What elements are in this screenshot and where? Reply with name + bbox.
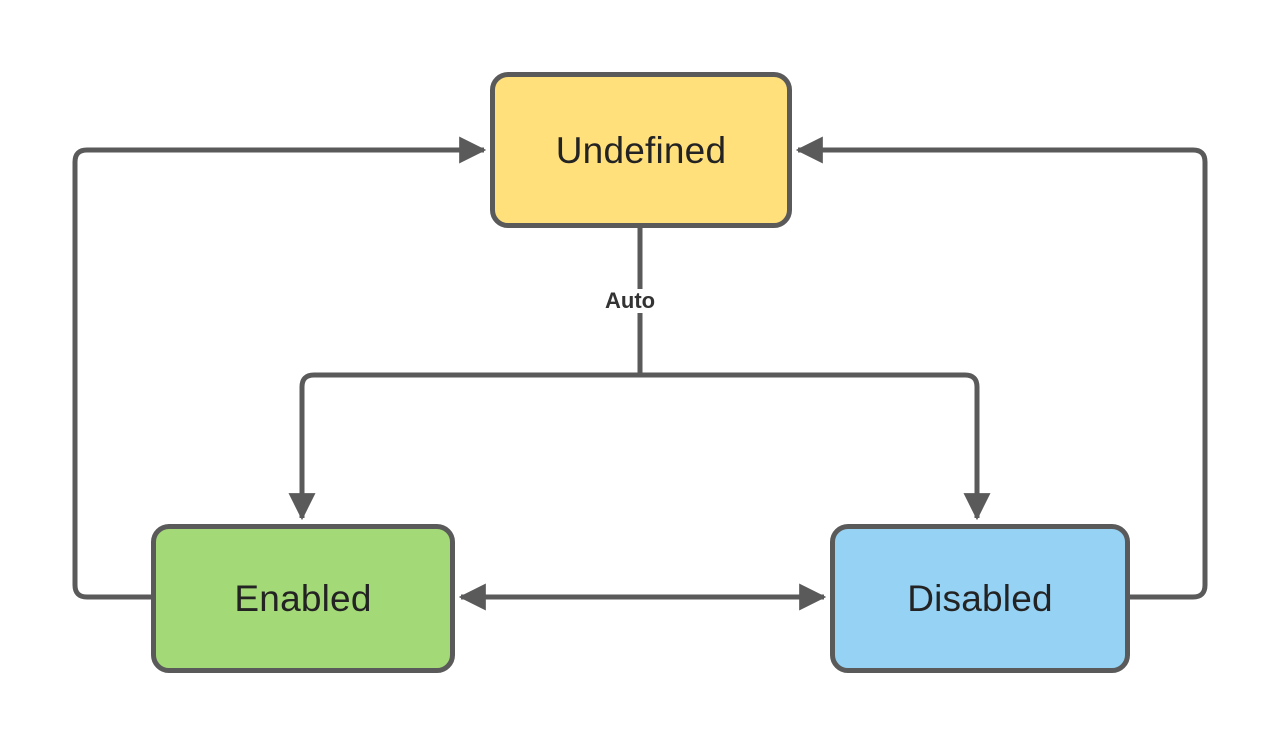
edge-disabled-to-undefined: [795, 136, 1208, 600]
edge-branch-to-disabled: [640, 372, 991, 521]
state-node-disabled[interactable]: Disabled: [830, 524, 1130, 673]
state-node-undefined-label: Undefined: [555, 129, 727, 171]
edge-enabled-to-undefined: [72, 136, 487, 600]
edge-label-auto: Auto: [598, 288, 663, 314]
state-node-enabled-label: Enabled: [234, 578, 372, 619]
state-node-enabled[interactable]: Enabled: [151, 524, 455, 673]
edge-branch-to-enabled: [288, 372, 640, 521]
state-node-undefined[interactable]: Undefined: [490, 72, 792, 228]
state-node-disabled-label: Disabled: [907, 578, 1053, 619]
